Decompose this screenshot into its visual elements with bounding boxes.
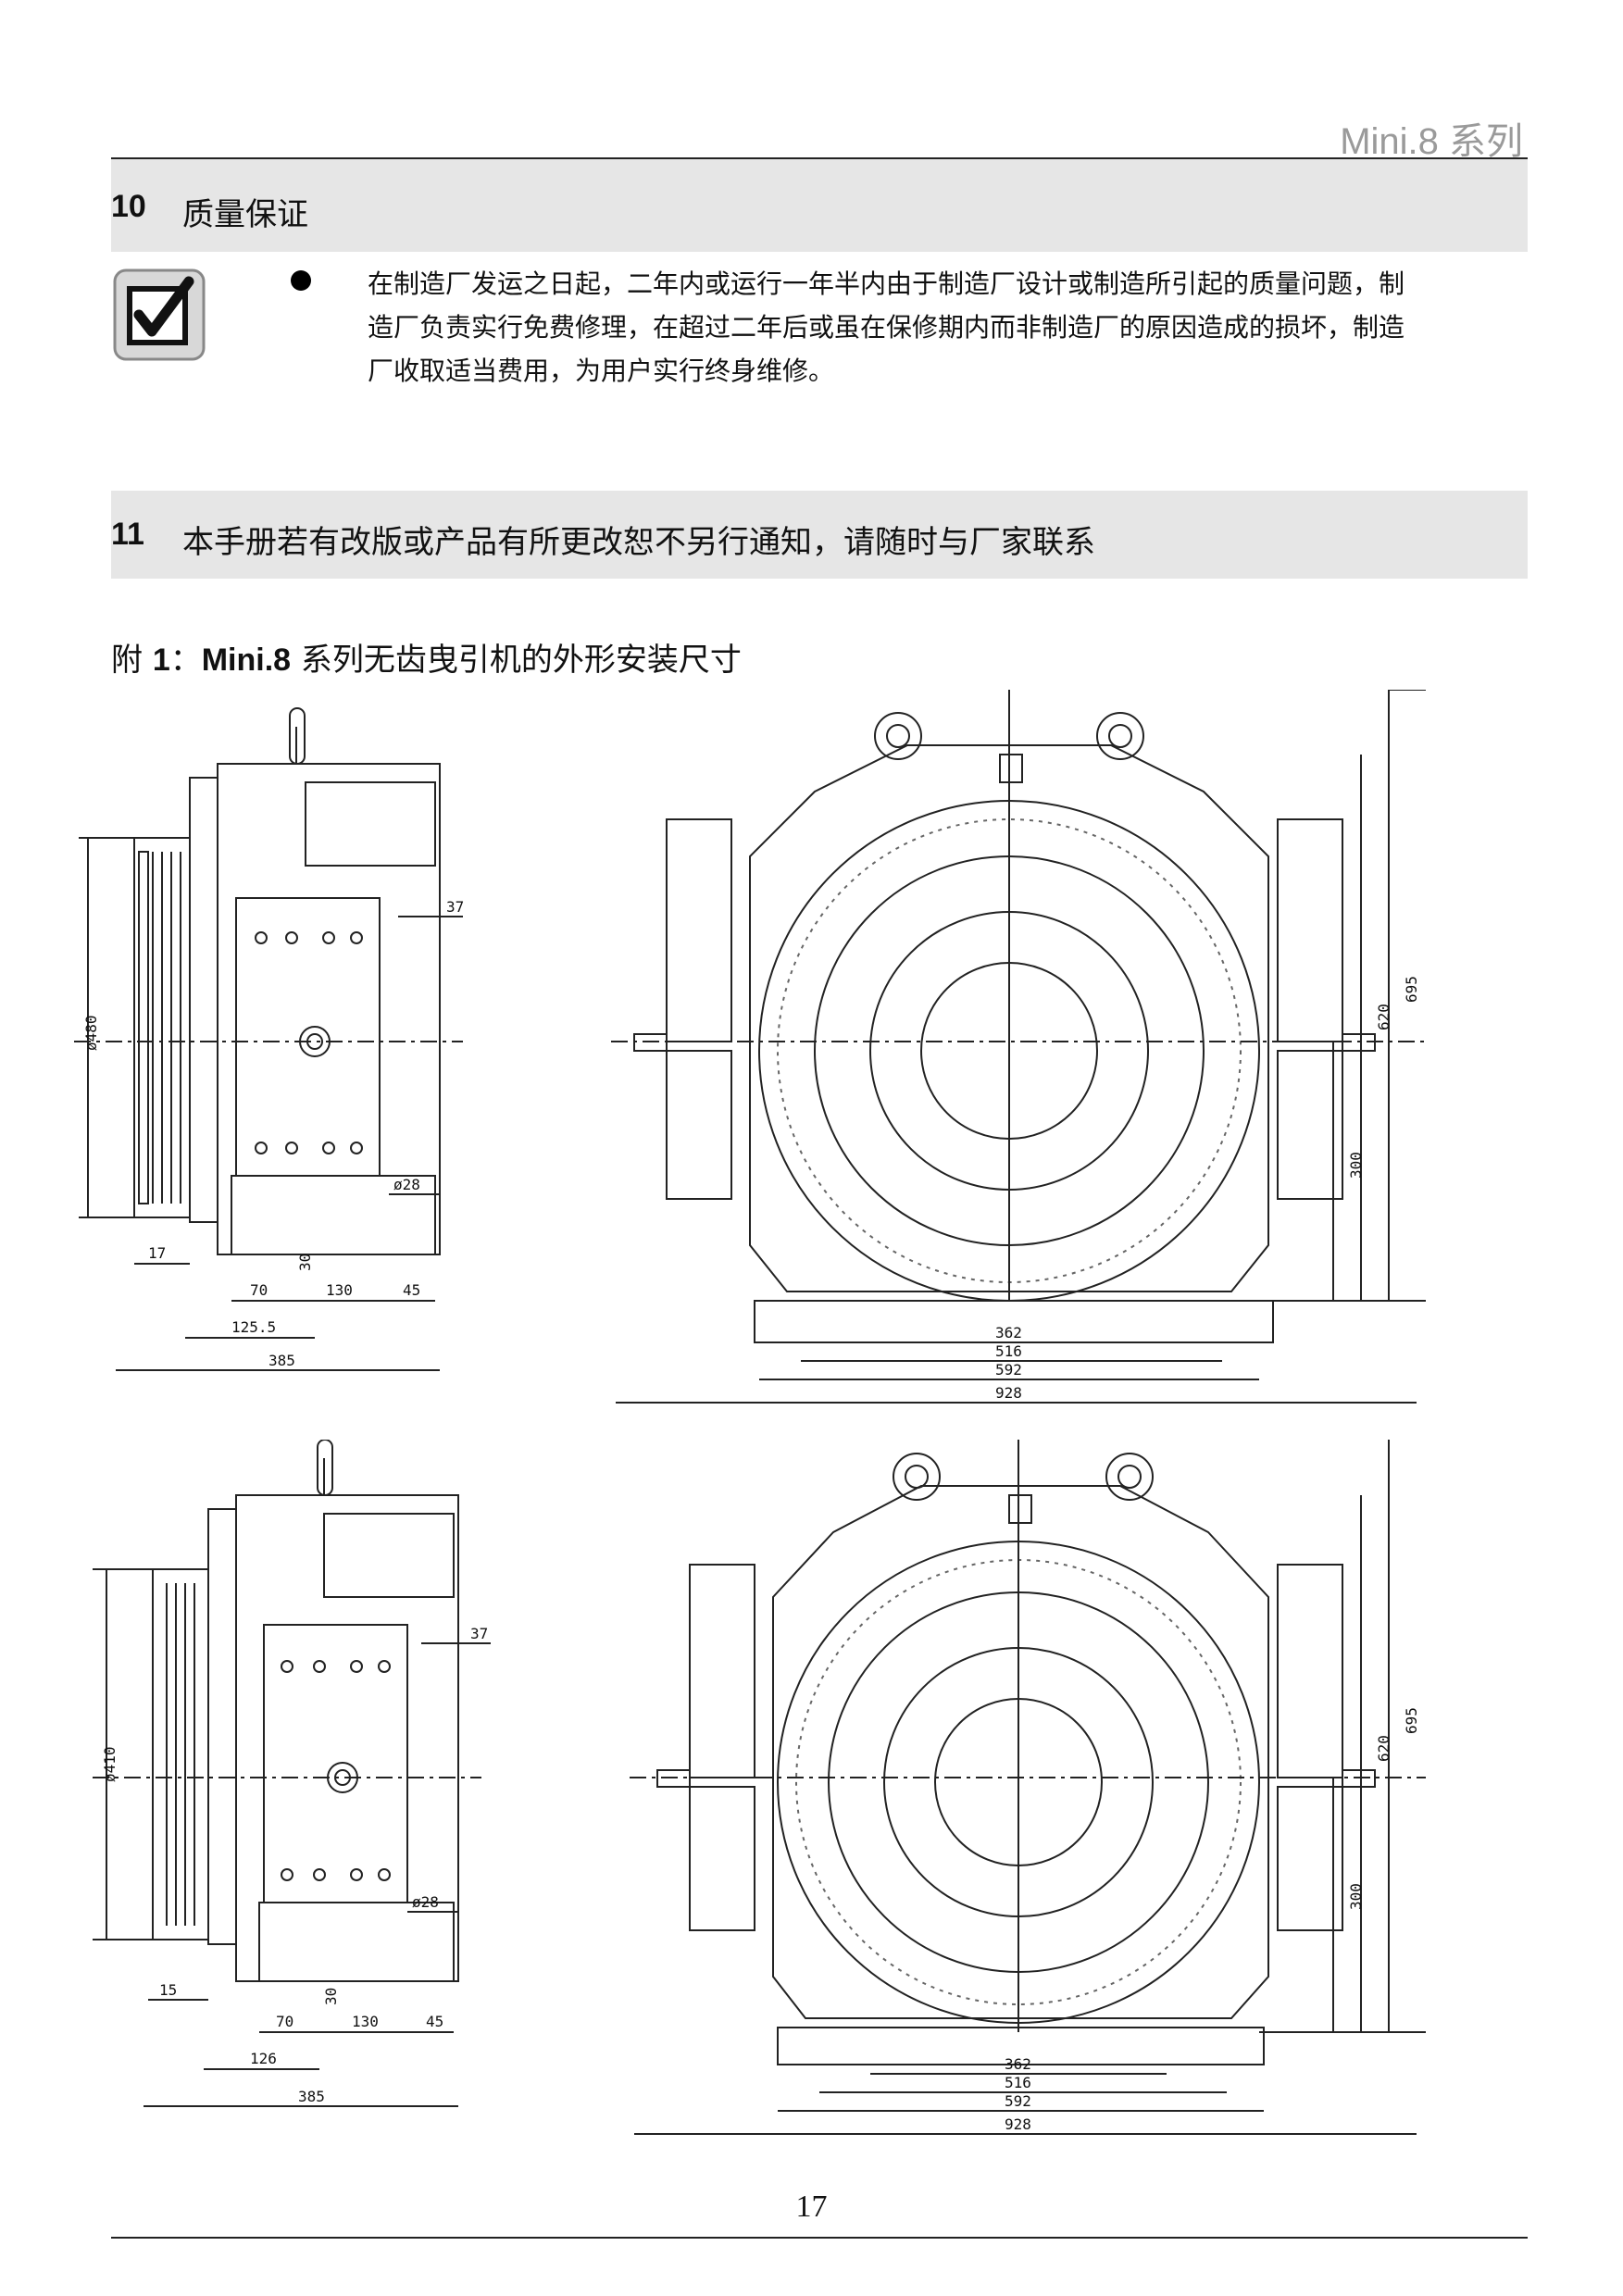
dim-126: 126 bbox=[250, 2050, 277, 2067]
dim-385: 385 bbox=[298, 2088, 325, 2105]
dim-620: 620 bbox=[1375, 1735, 1392, 1762]
dim-130: 130 bbox=[352, 2013, 379, 2030]
dim-592: 592 bbox=[1005, 2092, 1031, 2110]
dim-37: 37 bbox=[446, 898, 464, 916]
dim-diameter: ø410 bbox=[101, 1746, 119, 1782]
appendix-title: 附 1：Mini.8 系列无齿曳引机的外形安装尺寸 bbox=[111, 634, 742, 680]
checkbox-icon bbox=[113, 268, 206, 361]
dim-130: 130 bbox=[326, 1281, 353, 1299]
section-title: 质量保证 bbox=[182, 196, 308, 233]
side-view bbox=[93, 1440, 491, 2107]
dim-695: 695 bbox=[1403, 976, 1420, 1003]
dim-516: 516 bbox=[995, 1342, 1022, 1360]
dim-15: 15 bbox=[159, 1981, 177, 1999]
dim-37: 37 bbox=[470, 1625, 488, 1642]
section-10-heading: 10 质量保证 bbox=[111, 159, 1528, 252]
dim-516: 516 bbox=[1005, 2074, 1031, 2091]
dim-28: ø28 bbox=[412, 1893, 439, 1911]
dim-362: 362 bbox=[995, 1324, 1022, 1341]
paragraph-line: 在制造厂发运之日起，二年内或运行一年半内由于制造厂设计或制造所引起的质量问题，制 bbox=[368, 268, 1405, 299]
dim-70: 70 bbox=[276, 2013, 293, 2030]
bullet-dot bbox=[291, 270, 311, 291]
header-rule bbox=[111, 157, 1528, 159]
side-view bbox=[74, 707, 463, 1371]
appendix-model: Mini.8 bbox=[201, 643, 292, 678]
paragraph-line: 造厂负责实行免费修理，在超过二年后或虽在保修期内而非制造厂的原因造成的损坏，制造 bbox=[368, 312, 1405, 343]
section-number: 10 bbox=[111, 189, 146, 224]
front-view bbox=[630, 1440, 1426, 2135]
page-number: 17 bbox=[795, 2190, 828, 2224]
dim-28: ø28 bbox=[393, 1176, 420, 1193]
dim-300: 300 bbox=[1347, 1152, 1365, 1179]
warranty-paragraph: 在制造厂发运之日起，二年内或运行一年半内由于制造厂设计或制造所引起的质量问题，制… bbox=[368, 262, 1529, 393]
dim-928: 928 bbox=[995, 1384, 1022, 1402]
series-title: Mini.8 系列 bbox=[1340, 121, 1523, 162]
appendix-prefix: 附 bbox=[111, 642, 153, 679]
dim-385: 385 bbox=[268, 1352, 295, 1369]
dim-17: 17 bbox=[148, 1244, 166, 1262]
appendix-text: 系列无齿曳引机的外形安装尺寸 bbox=[291, 642, 742, 679]
section-title: 本手册若有改版或产品有所更改恕不另行通知，请随时与厂家联系 bbox=[182, 524, 1095, 561]
dim-diameter: ø480 bbox=[82, 1015, 100, 1051]
paragraph-line: 厂收取适当费用，为用户实行终身维修。 bbox=[368, 356, 835, 386]
section-11-heading: 11 本手册若有改版或产品有所更改恕不另行通知，请随时与厂家联系 bbox=[111, 491, 1528, 579]
section-number: 11 bbox=[111, 517, 144, 552]
dim-70: 70 bbox=[250, 1281, 268, 1299]
dim-592: 592 bbox=[995, 1361, 1022, 1379]
appendix-number: 1 bbox=[152, 643, 170, 678]
dim-30: 30 bbox=[322, 1988, 340, 2005]
dim-928: 928 bbox=[1005, 2115, 1031, 2133]
technical-drawing-410: ø410 37 ø28 15 30 70 130 45 126 385 362 … bbox=[93, 1440, 1426, 2135]
dim-695: 695 bbox=[1403, 1707, 1420, 1734]
footer-rule bbox=[111, 2237, 1528, 2239]
technical-drawing-480: ø480 37 ø28 17 30 70 130 45 125.5 385 36… bbox=[74, 690, 1426, 1404]
dim-45: 45 bbox=[403, 1281, 420, 1299]
front-view bbox=[611, 690, 1426, 1404]
dim-125-5: 125.5 bbox=[231, 1318, 276, 1336]
dim-620: 620 bbox=[1375, 1004, 1392, 1030]
dim-300: 300 bbox=[1347, 1883, 1365, 1910]
dim-30: 30 bbox=[296, 1254, 314, 1271]
dim-45: 45 bbox=[426, 2013, 443, 2030]
appendix-sep: ： bbox=[169, 642, 202, 679]
dim-362: 362 bbox=[1005, 2055, 1031, 2073]
